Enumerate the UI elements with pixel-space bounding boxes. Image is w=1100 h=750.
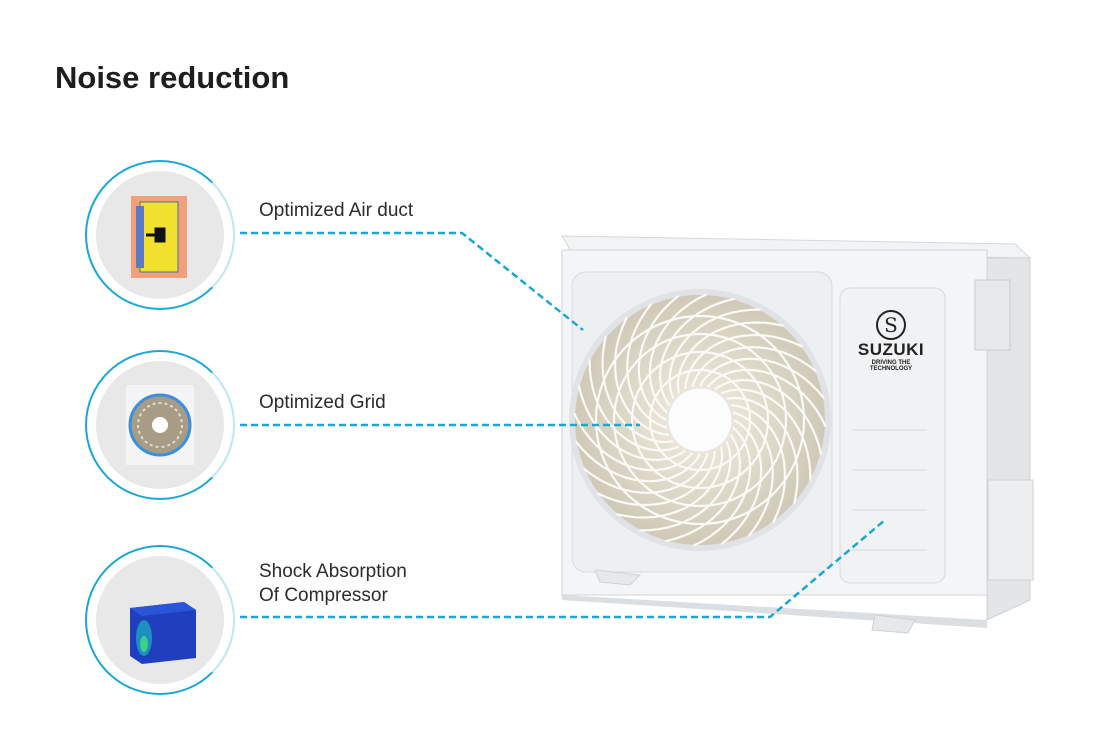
feature-compressor-label: Shock Absorption Of Compressor	[259, 560, 407, 608]
feature-grid-thumbnail	[85, 350, 235, 500]
brand-emblem-icon: S	[876, 310, 906, 340]
callout-line-compressor	[240, 519, 886, 619]
brand-logo: S SUZUKI DRIVING THE TECHNOLOGY	[850, 310, 932, 372]
feature-grid-label: Optimized Grid	[259, 392, 386, 413]
feature-compressor-label-line1: Shock Absorption	[259, 561, 407, 582]
compressor-vibration-icon	[130, 602, 196, 664]
air-duct-simulation-icon	[131, 196, 187, 278]
feature-air-duct-label: Optimized Air duct	[259, 200, 414, 221]
brand-tagline: DRIVING THE TECHNOLOGY	[869, 360, 913, 372]
page-title: Noise reduction	[55, 60, 290, 95]
fan-grid-icon	[126, 385, 194, 465]
feature-compressor-label-line2: Of Compressor	[259, 585, 388, 606]
brand-name: SUZUKI	[857, 340, 925, 359]
feature-air-duct-thumbnail	[85, 160, 235, 310]
feature-compressor-thumbnail	[85, 545, 235, 695]
callout-line-air-duct	[240, 231, 584, 331]
